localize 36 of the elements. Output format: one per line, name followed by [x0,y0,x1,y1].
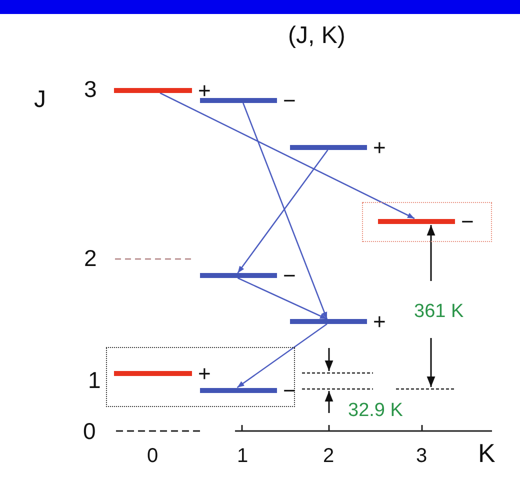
parity-sign: − [283,264,296,286]
level-number: 1 [88,369,101,392]
axis-title: J [34,88,46,112]
highlight-frame [106,347,295,407]
parity-sign: − [283,90,296,112]
tick-label: 3 [416,446,428,466]
parity-sign: + [373,136,386,158]
parity-sign: + [198,362,211,384]
energy-level-bar [290,145,367,150]
transition-arrow [237,150,328,274]
energy-level-bar [200,98,277,103]
energy-level-bar [200,273,277,278]
axis-title: K [478,440,496,466]
parity-sign: + [373,310,386,332]
tick-label: 1 [237,446,248,466]
highlight-frame [362,202,492,242]
energy-level-bar [114,88,192,93]
transition-arrow [237,277,328,320]
energy-level-bar [378,218,454,224]
level-number: 3 [84,78,97,101]
energy-label: 361 K [414,302,464,321]
parity-sign: − [283,380,296,402]
transition-arrow [160,92,415,220]
energy-level-bar [200,388,276,392]
energy-level-bar [114,370,192,376]
level-number: 0 [83,420,96,443]
energy-level-bar [290,319,367,324]
transition-arrow [236,323,328,388]
level-number: 2 [84,247,97,270]
tick-label: 0 [147,446,158,466]
tick-label: 2 [323,446,334,466]
diagram-title: (J, K) [288,24,346,48]
parity-sign: + [198,80,211,102]
parity-sign: − [461,210,474,232]
energy-label: 32.9 K [348,401,403,420]
transition-arrow [242,102,328,320]
